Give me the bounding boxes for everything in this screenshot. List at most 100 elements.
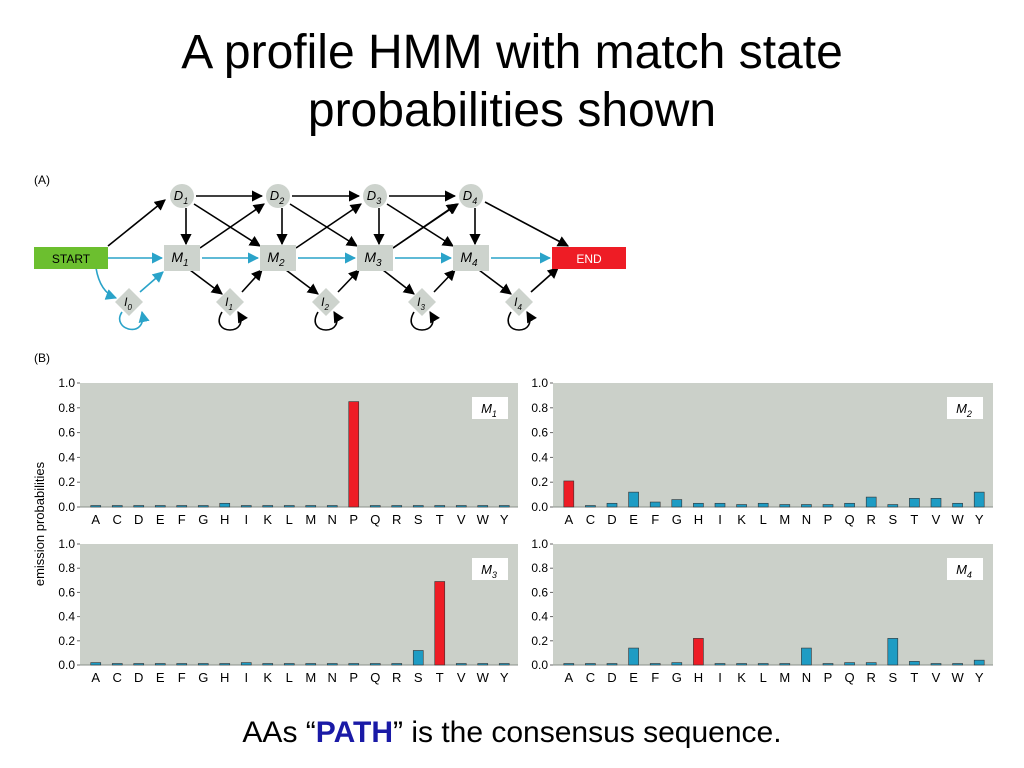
panel-name: M4 [956, 562, 972, 580]
bar-H [693, 502, 704, 508]
insert-state-label: I2 [321, 295, 329, 312]
x-tick-label: Q [845, 512, 855, 527]
x-tick-label: P [824, 512, 833, 527]
y-tick-label: 0.0 [531, 500, 548, 514]
edge-m-i [285, 269, 319, 295]
match-state-node [164, 245, 200, 271]
bar-L [283, 505, 295, 508]
y-tick-label: 0.0 [58, 500, 75, 514]
bar-V [455, 663, 467, 666]
insert-state-node [408, 288, 436, 316]
bar-P [822, 504, 834, 508]
y-tick-label: 1.0 [531, 376, 548, 390]
edge-d-m [193, 203, 261, 247]
bar-M [779, 663, 791, 666]
x-tick-label: G [672, 670, 682, 685]
x-tick-label: M [779, 670, 790, 685]
bar-D [133, 663, 145, 666]
x-tick-label: M [305, 670, 316, 685]
x-tick-label: Q [370, 512, 380, 527]
y-tick-label: 0.6 [58, 426, 75, 440]
plot-area [80, 383, 518, 507]
panel-name-badge [472, 558, 508, 580]
delete-state-node [170, 184, 194, 208]
x-tick-label: A [564, 670, 573, 685]
x-tick-label: D [134, 670, 143, 685]
bar-C [585, 663, 596, 666]
y-tick-label: 0.6 [531, 426, 548, 440]
x-tick-label: Y [975, 670, 984, 685]
x-tick-label: F [651, 512, 659, 527]
panel-name-badge [472, 397, 508, 419]
y-tick-label: 1.0 [58, 376, 75, 390]
x-tick-label: C [113, 512, 122, 527]
bar-Y [973, 659, 985, 666]
bar-E [154, 663, 166, 666]
x-tick-label: Y [975, 512, 984, 527]
bar-A [90, 662, 102, 666]
x-tick-label: S [888, 512, 897, 527]
y-tick-label: 0.8 [531, 401, 548, 415]
x-tick-label: K [263, 670, 272, 685]
bar-S [412, 505, 424, 508]
bar-T [434, 505, 446, 508]
bar-D [606, 663, 618, 666]
edge-m-i [478, 269, 512, 295]
x-tick-label: N [328, 512, 337, 527]
x-tick-label: I [718, 670, 722, 685]
x-tick-label: E [156, 670, 165, 685]
y-tick-label: 0.2 [58, 634, 75, 648]
x-tick-label: S [414, 670, 423, 685]
caption-highlight: PATH [315, 716, 393, 749]
x-tick-label: S [414, 512, 423, 527]
bar-C [111, 505, 123, 508]
bar-E [154, 505, 166, 508]
start-label: START [52, 252, 91, 266]
bar-S [887, 638, 899, 666]
x-tick-label: H [220, 512, 229, 527]
y-tick-label: 0.4 [531, 610, 548, 624]
x-tick-label: E [629, 670, 638, 685]
x-tick-label: K [263, 512, 272, 527]
loop-i0 [119, 310, 150, 331]
x-tick-label: E [156, 512, 165, 527]
y-tick-label: 0.2 [58, 475, 75, 489]
x-tick-label: G [198, 512, 208, 527]
x-tick-label: S [888, 670, 897, 685]
bar-K [262, 505, 274, 508]
delete-state-label: D1 [174, 188, 188, 206]
insert-state-node [312, 288, 340, 316]
bar-Y [498, 663, 510, 666]
x-tick-label: F [651, 670, 659, 685]
x-tick-label: A [91, 512, 100, 527]
bar-K [736, 504, 747, 508]
bar-S [412, 650, 424, 666]
x-tick-label: F [178, 670, 186, 685]
delete-state-label: D2 [270, 188, 284, 206]
x-tick-label: H [220, 670, 229, 685]
bar-H [219, 502, 231, 508]
x-tick-label: D [134, 512, 143, 527]
x-tick-label: R [392, 512, 401, 527]
bar-R [865, 662, 877, 666]
x-tick-label: V [457, 512, 466, 527]
insert-state-label: I0 [124, 295, 132, 312]
caption-before: AAs “ [242, 716, 316, 749]
bar-V [930, 498, 942, 508]
edge-m-d [199, 203, 265, 249]
y-tick-label: 0.2 [531, 634, 548, 648]
x-tick-label: K [737, 512, 746, 527]
y-tick-label: 0.8 [531, 561, 548, 575]
y-tick-label: 0.0 [58, 658, 75, 672]
bar-I [240, 505, 252, 508]
match-state-label: M4 [460, 249, 478, 269]
bar-L [757, 663, 769, 666]
bar-T [434, 581, 446, 666]
bar-M [305, 663, 317, 666]
bar-E [628, 647, 639, 666]
bar-F [649, 663, 661, 666]
bar-C [585, 505, 596, 508]
bar-Q [369, 505, 381, 508]
